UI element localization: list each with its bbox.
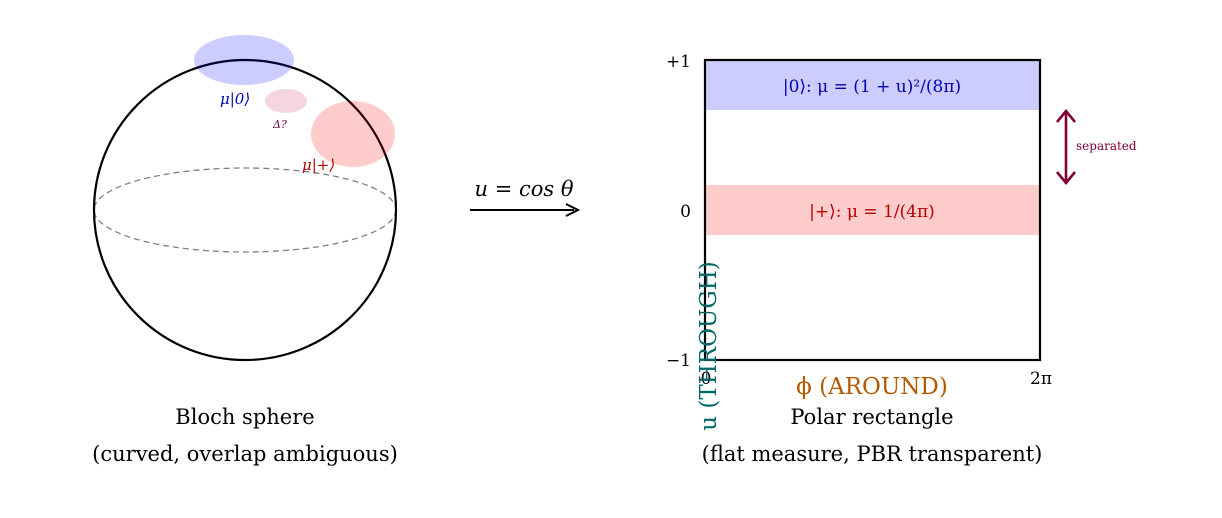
y-tick-bottom: −1 [666,351,691,371]
rectangle-outline [703,58,1042,362]
separation-arrowhead-bottom [1055,171,1077,186]
left-caption-line2: (curved, overlap ambiguous) [92,442,398,466]
arrow-head [565,203,581,217]
delta-overlap-blob [265,89,307,113]
sphere-equator [93,167,397,253]
separation-label: separated [1076,139,1137,153]
separation-indicator: separated [1055,108,1137,186]
label-muplus: μ|+⟩ [302,156,335,174]
band-ketplus [705,185,1040,235]
band-ketplus-label: |+⟩: μ = 1/(4π) [809,202,935,222]
x-tick-right: 2π [1030,369,1052,389]
separation-arrowhead-top [1055,108,1077,123]
arrow-label: u = cos θ [475,177,574,201]
right-caption-line1: Polar rectangle [790,405,953,429]
muplus-blob [311,101,395,167]
label-delta: Δ? [272,118,287,131]
polar-rectangle-panel: |0⟩: μ = (1 + u)²/(8π) |+⟩: μ = 1/(4π) +… [666,52,1137,466]
y-tick-mid: 0 [680,202,691,222]
x-tick-left: 0 [701,369,712,389]
y-axis-label: u (THROUGH) [696,261,722,430]
x-axis-label: ϕ (AROUND) [796,374,948,400]
mapping-arrow: u = cos θ [470,177,581,217]
left-caption-line1: Bloch sphere [175,405,314,429]
right-caption-line2: (flat measure, PBR transparent) [702,442,1043,466]
bloch-sphere-panel: μ|0⟩ Δ? μ|+⟩ Bloch sphere (curved, overl… [92,35,398,466]
band-ket0 [705,60,1040,110]
sphere-outline [92,58,398,362]
band-ket0-label: |0⟩: μ = (1 + u)²/(8π) [783,77,961,97]
mu0-blob [194,35,294,85]
label-mu0: μ|0⟩ [220,90,250,108]
y-tick-top: +1 [666,52,691,72]
